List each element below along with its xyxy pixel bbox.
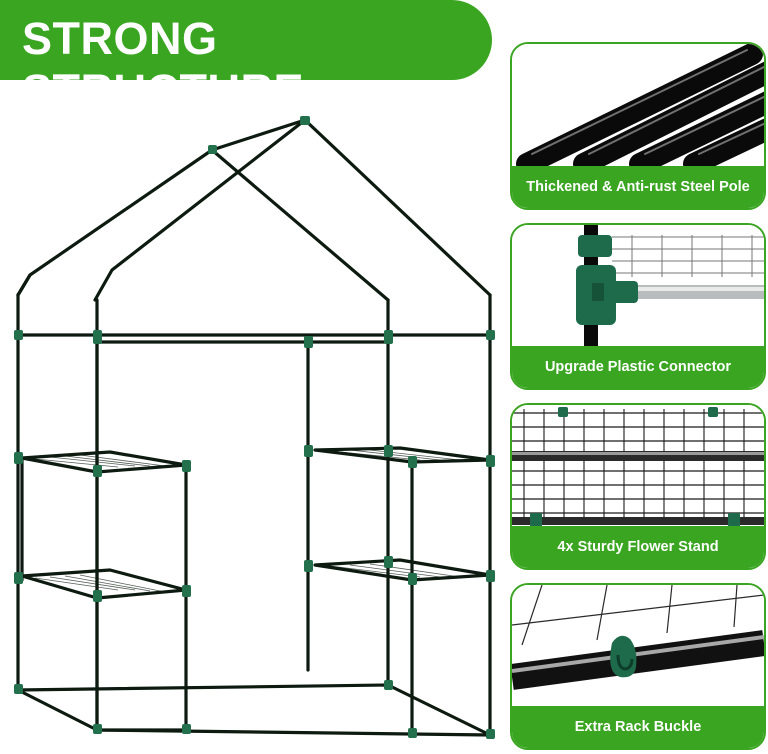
rack-buckle-photo (512, 585, 764, 711)
feature-caption: 4x Sturdy Flower Stand (512, 526, 764, 568)
greenhouse-frame-illustration (14, 116, 495, 739)
title-banner: STRONG STRUCTURE (0, 0, 492, 116)
banner-title: STRONG STRUCTURE (22, 13, 304, 116)
wire-shelf-photo (512, 405, 764, 531)
feature-caption: Upgrade Plastic Connector (512, 346, 764, 388)
feature-card-rack-buckle: Extra Rack Buckle (510, 583, 766, 750)
steel-poles-photo (512, 44, 764, 172)
feature-caption: Thickened & Anti-rust Steel Pole (512, 166, 764, 208)
feature-card-flower-stand: 4x Sturdy Flower Stand (510, 403, 766, 570)
feature-card-steel-pole: Thickened & Anti-rust Steel Pole (510, 42, 766, 210)
feature-caption: Extra Rack Buckle (512, 706, 764, 748)
plastic-connector-photo (512, 225, 764, 351)
feature-card-connector: Upgrade Plastic Connector (510, 223, 766, 390)
